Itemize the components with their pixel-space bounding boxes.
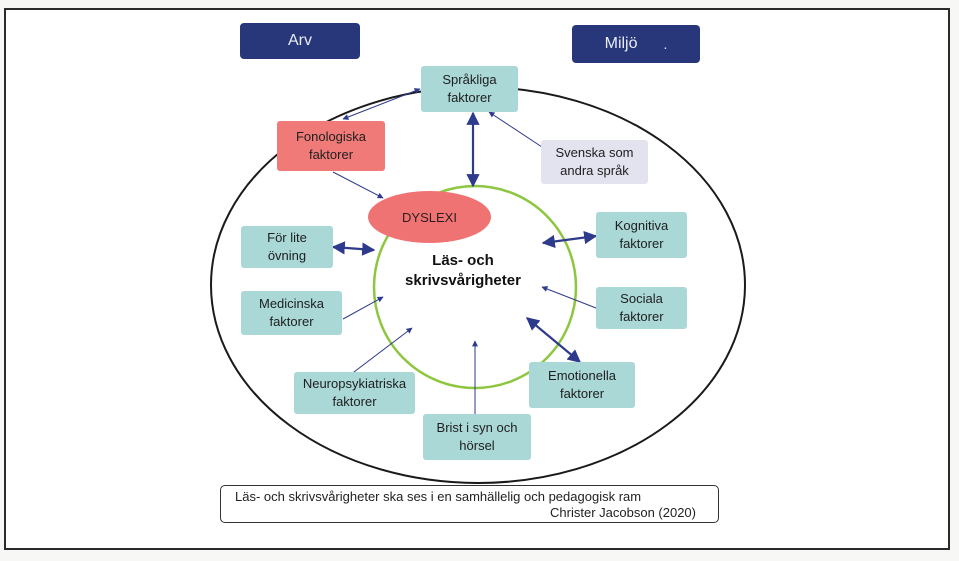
dyslexi-ellipse: DYSLEXI — [368, 191, 491, 243]
center-label: Läs- och skrivsvårigheter — [405, 252, 521, 290]
node-sprakliga: Språkliga faktorer — [421, 66, 518, 112]
header-miljo-dot: . — [663, 36, 668, 52]
dyslexi-label: DYSLEXI — [402, 209, 457, 225]
node-neuropsykiatriska: Neuropsykiatriska faktorer — [294, 372, 415, 414]
node-emotionella: Emotionella faktorer — [529, 362, 635, 408]
arrow-neuro-center — [349, 327, 413, 376]
node-svenska: Svenska som andra språk — [541, 140, 648, 184]
arrow-kognitiva-center — [541, 231, 598, 248]
arrow-forlite-center — [331, 241, 376, 256]
node-kognitiva: Kognitiva faktorer — [596, 212, 687, 258]
header-arv: Arv — [240, 23, 360, 59]
arrow-medicinska-center — [342, 296, 384, 320]
arrow-sociala-center — [541, 286, 597, 309]
header-miljo-label: Miljö — [604, 35, 638, 52]
arrow-fonologiska-sprakliga — [342, 88, 421, 120]
node-medicinska: Medicinska faktorer — [241, 291, 342, 335]
caption-line2: Christer Jacobson (2020) — [550, 505, 696, 520]
header-arv-label: Arv — [288, 32, 312, 49]
caption-line1: Läs- och skrivsvårigheter ska ses i en s… — [235, 489, 642, 504]
arrow-fonologiska-dyslexi — [332, 171, 384, 199]
arrow-emotionella-center — [525, 317, 582, 363]
node-for-lite: För lite övning — [241, 226, 333, 268]
node-fonologiska: Fonologiska faktorer — [277, 121, 385, 171]
node-brist: Brist i syn och hörsel — [423, 414, 531, 460]
header-miljo: Miljö . — [572, 25, 700, 63]
node-sociala: Sociala faktorer — [596, 287, 687, 329]
arrow-svenska-sprakliga — [488, 111, 546, 150]
caption-box: Läs- och skrivsvårigheter ska ses i en s… — [220, 485, 719, 523]
